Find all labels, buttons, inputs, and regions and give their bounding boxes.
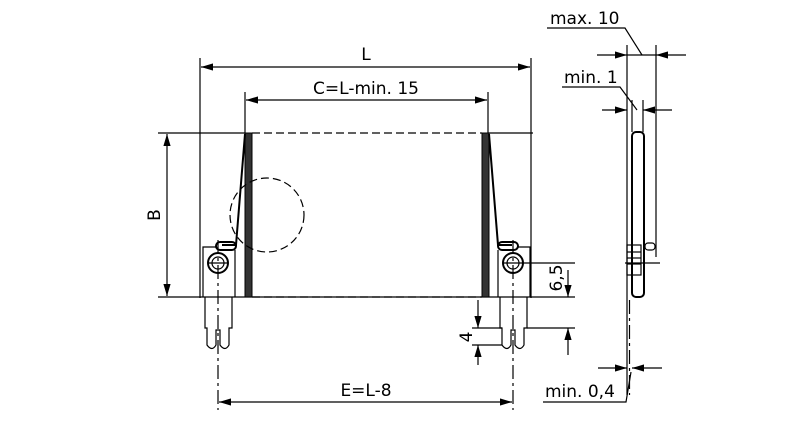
dimension-E: E=L-8 bbox=[219, 381, 512, 406]
dimension-C: C=L-min. 15 bbox=[244, 79, 489, 133]
label-max-10: max. 10 bbox=[550, 9, 619, 29]
dimension-min-0-4: min. 0,4 bbox=[543, 364, 662, 403]
dimension-L: L bbox=[199, 45, 532, 298]
terminal-right bbox=[497, 240, 575, 410]
dimension-4: 4 bbox=[457, 300, 502, 365]
detail-circle bbox=[229, 177, 305, 253]
label-4: 4 bbox=[457, 332, 477, 343]
dimension-6-5: 6,5 bbox=[527, 264, 575, 355]
label-6-5: 6,5 bbox=[547, 264, 567, 291]
side-view bbox=[625, 45, 660, 395]
dimension-min-1: min. 1 bbox=[562, 68, 672, 114]
dimension-max-10: max. 10 bbox=[547, 9, 686, 59]
label-min-0-4: min. 0,4 bbox=[545, 382, 615, 402]
resistor-body bbox=[215, 132, 519, 298]
label-B: B bbox=[145, 209, 165, 221]
label-min-1: min. 1 bbox=[564, 68, 618, 88]
terminal-left bbox=[202, 240, 236, 410]
label-L: L bbox=[361, 45, 371, 65]
label-E: E=L-8 bbox=[340, 381, 391, 401]
label-C: C=L-min. 15 bbox=[313, 79, 419, 99]
